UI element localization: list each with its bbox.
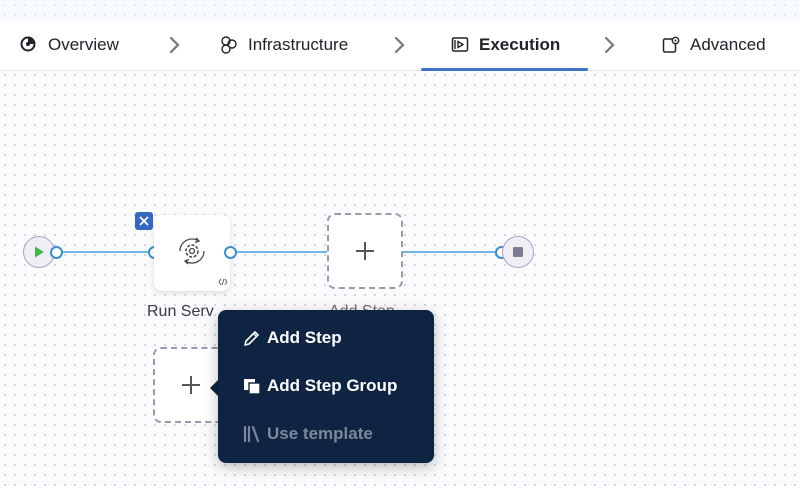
tab-infrastructure[interactable]: Infrastructure (220, 32, 348, 58)
overview-icon (20, 36, 38, 54)
stop-icon (513, 247, 523, 257)
step-group-icon (242, 376, 262, 396)
execution-icon (451, 36, 469, 54)
add-step-node[interactable] (327, 213, 403, 289)
pipeline-start-node[interactable] (23, 236, 55, 268)
add-step-menu: Add Step Add Step Group Use template (218, 310, 434, 463)
chevron-right-icon (169, 36, 180, 54)
tab-execution[interactable]: Execution (451, 32, 560, 58)
connector-line (234, 251, 328, 253)
tab-overview[interactable]: Overview (20, 32, 119, 58)
pipeline-end-node[interactable] (502, 236, 534, 268)
menu-pointer (210, 379, 219, 397)
step-node-label: Run Serv (147, 303, 214, 320)
menu-item-label: Use template (267, 424, 373, 443)
connector-port (50, 246, 63, 259)
connector-line (60, 251, 150, 253)
tab-execution-label: Execution (479, 35, 561, 54)
tab-advanced[interactable]: Advanced (662, 32, 766, 58)
play-icon (35, 246, 44, 258)
connector-port (224, 246, 237, 259)
close-icon (139, 216, 149, 226)
tab-infrastructure-label: Infrastructure (248, 35, 349, 54)
menu-item-label: Add Step (267, 328, 342, 347)
infrastructure-icon (220, 36, 238, 54)
service-gear-icon (179, 237, 205, 265)
advanced-icon (662, 36, 680, 54)
plus-icon (182, 376, 200, 394)
connector-line (403, 251, 499, 253)
template-library-icon (242, 424, 262, 444)
menu-item-label: Add Step Group (267, 376, 398, 395)
menu-item-add-step[interactable]: Add Step (242, 326, 342, 350)
chevron-right-icon (604, 36, 615, 54)
code-icon (218, 278, 228, 286)
tab-advanced-label: Advanced (690, 35, 766, 54)
run-service-step-node[interactable] (154, 215, 230, 291)
pencil-icon (242, 328, 262, 348)
menu-item-add-step-group[interactable]: Add Step Group (242, 374, 397, 398)
menu-item-use-template: Use template (242, 422, 373, 446)
stage-tabs-bar: Overview Infrastructure Execution Advanc… (0, 0, 800, 71)
tab-overview-label: Overview (48, 35, 119, 54)
remove-step-button[interactable] (135, 212, 153, 230)
plus-icon (356, 242, 374, 260)
chevron-right-icon (394, 36, 405, 54)
active-tab-indicator (421, 68, 588, 71)
